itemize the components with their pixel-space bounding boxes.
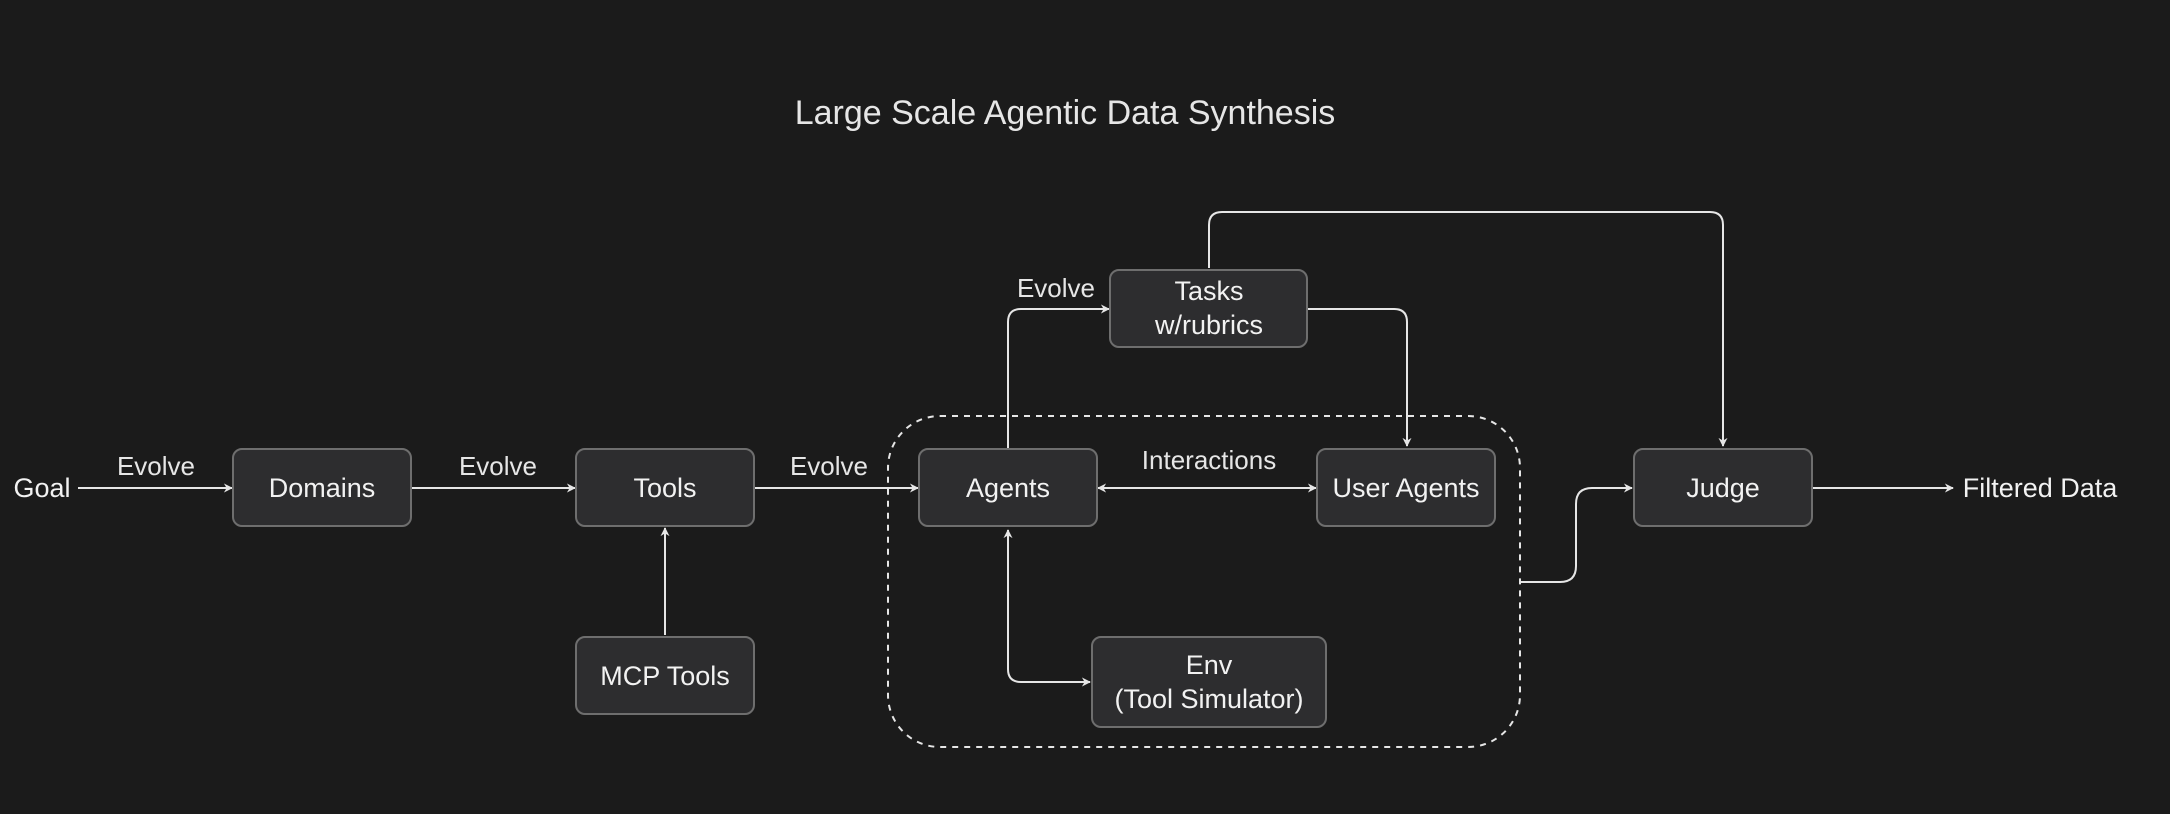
node-tools-label: Tools	[633, 473, 696, 503]
node-user-agents-label: User Agents	[1332, 473, 1479, 503]
node-mcp-tools: MCP Tools	[575, 636, 755, 715]
edge-label-evolve: Evolve	[1017, 273, 1095, 303]
node-goal: Goal	[13, 473, 70, 503]
node-domains-label: Domains	[269, 473, 376, 503]
node-agents-label: Agents	[966, 473, 1050, 503]
diagram-title: Large Scale Agentic Data Synthesis	[795, 94, 1336, 132]
edge-tasks-judge	[1208, 211, 1728, 447]
node-agents: Agents	[918, 448, 1098, 527]
edge-label-evolve: Evolve	[790, 451, 868, 481]
node-judge-label: Judge	[1686, 473, 1760, 503]
agent-environment-group	[887, 415, 1521, 748]
edge-group-judge	[1521, 483, 1633, 583]
node-tasks-label-line2: w/rubrics	[1154, 310, 1263, 340]
node-judge: Judge	[1633, 448, 1813, 527]
node-user-agents: User Agents	[1316, 448, 1496, 527]
node-env-label-line2: (Tool Simulator)	[1114, 684, 1303, 714]
node-tasks: Tasks w/rubrics	[1109, 269, 1308, 348]
node-mcp-tools-label: MCP Tools	[600, 661, 730, 691]
node-tasks-label-line1: Tasks	[1174, 276, 1243, 306]
edge-tasks-user-agents	[1308, 308, 1412, 447]
edge-label-evolve: Evolve	[117, 451, 195, 481]
node-tools: Tools	[575, 448, 755, 527]
edge-label-interactions: Interactions	[1142, 445, 1276, 475]
node-domains: Domains	[232, 448, 412, 527]
edge-agents-env	[1003, 529, 1091, 687]
node-env: Env (Tool Simulator)	[1091, 636, 1327, 728]
edge-label-evolve: Evolve	[459, 451, 537, 481]
node-filtered-data: Filtered Data	[1963, 473, 2119, 503]
edge-agents-tasks	[1007, 304, 1110, 448]
node-env-label-line1: Env	[1186, 650, 1233, 680]
